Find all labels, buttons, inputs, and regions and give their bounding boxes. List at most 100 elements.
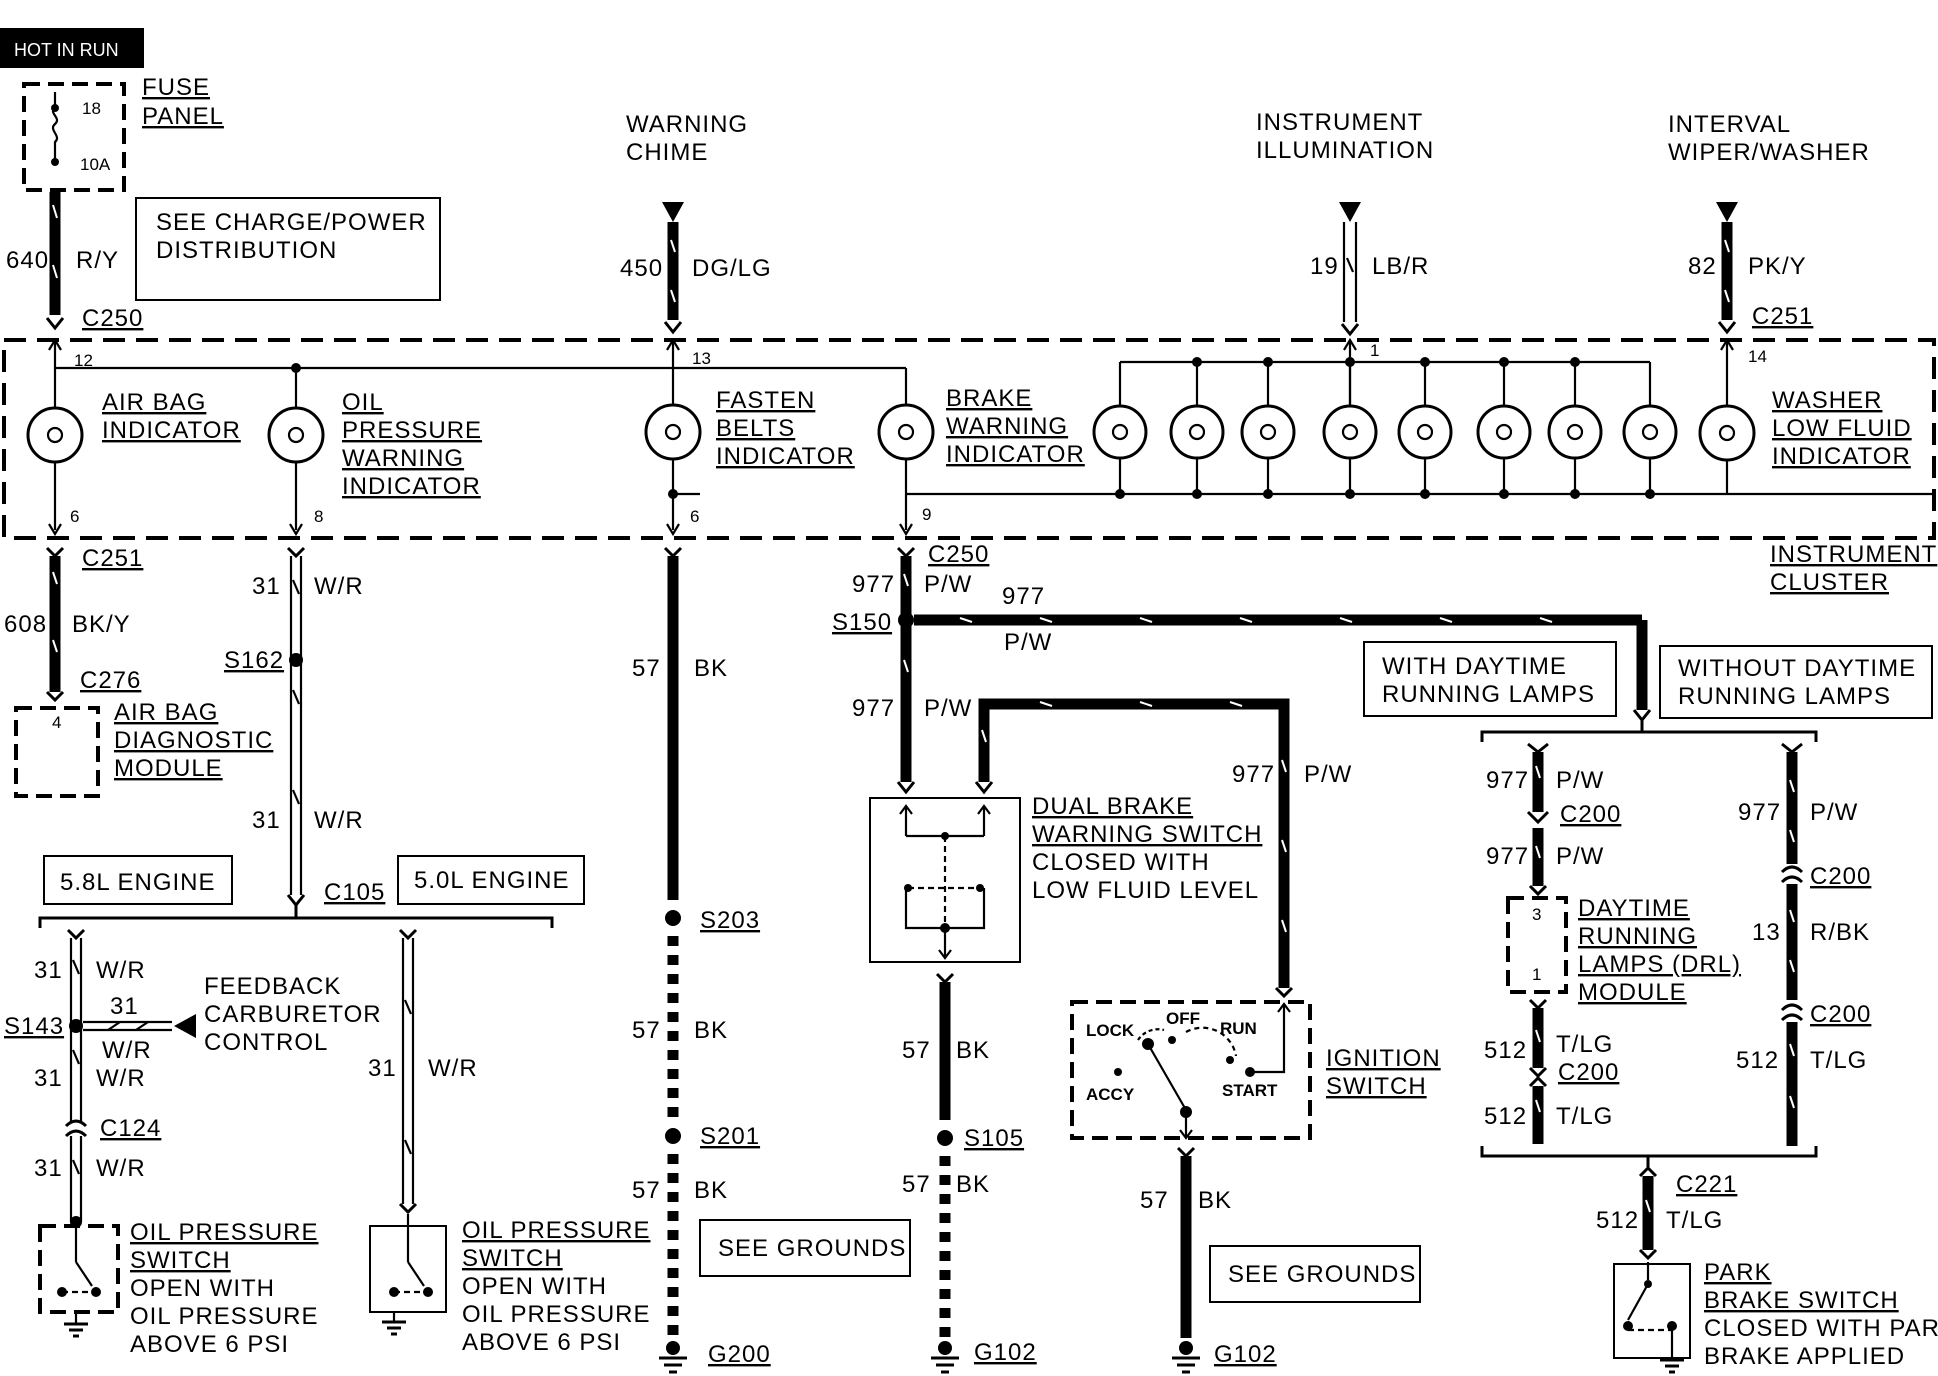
- engine-50-box: [397, 855, 585, 905]
- circuit-977-label-a: 977: [852, 571, 895, 598]
- washer-indicator-label-3: INDICATOR: [1772, 443, 1911, 470]
- ground-g200-icon: [659, 1341, 687, 1374]
- oil-switch-58-desc-3: ABOVE 6 PSI: [130, 1331, 289, 1358]
- park-brake-desc-2: BRAKE APPLIED: [1704, 1343, 1905, 1370]
- oil-switch-58-desc-2: OIL PRESSURE: [130, 1303, 319, 1330]
- oil-pressure-switch-50: [369, 1214, 447, 1336]
- air-bag-indicator-label-1: AIR BAG: [102, 389, 206, 416]
- instrument-cluster-label-1: INSTRUMENT: [1770, 541, 1937, 568]
- ignition-start-label: START: [1222, 1081, 1278, 1100]
- wire-color-wr-g: W/R: [428, 1055, 478, 1082]
- belts-indicator-label-2: BELTS: [716, 415, 795, 442]
- splice-s203-dot: [665, 910, 681, 926]
- circuit-512-label-c: 512: [1736, 1047, 1779, 1074]
- circuit-977-label-g: 977: [1738, 799, 1781, 826]
- connector-c105: C105: [324, 879, 385, 906]
- circuit-31-label-c: 31: [34, 957, 63, 984]
- pin-1: 1: [1370, 341, 1379, 360]
- see-grounds-b: SEE GROUNDS: [1228, 1261, 1416, 1288]
- pin-9: 9: [922, 505, 931, 524]
- with-drl-label-1: WITH DAYTIME: [1382, 653, 1567, 680]
- instrument-illumination-label-1: INSTRUMENT: [1256, 109, 1423, 136]
- ground-g102-b: G102: [1214, 1341, 1277, 1368]
- splice-s105: S105: [964, 1125, 1024, 1152]
- engine-58-label: 5.8L ENGINE: [60, 869, 216, 896]
- wire-color-dglg: DG/LG: [692, 255, 772, 282]
- pin-13: 13: [692, 349, 711, 368]
- splice-s201: S201: [700, 1123, 760, 1150]
- wire-color-wr-c: W/R: [96, 957, 146, 984]
- connector-c200-a: C200: [1560, 801, 1621, 828]
- ignition-lock-label: LOCK: [1086, 1021, 1135, 1040]
- circuit-608-label: 608: [4, 611, 47, 638]
- splice-s143: S143: [4, 1013, 64, 1040]
- pin-4: 4: [52, 713, 61, 732]
- wire-color-wr-f: W/R: [96, 1155, 146, 1182]
- park-brake-title-2: BRAKE SWITCH: [1704, 1287, 1899, 1314]
- see-grounds-a: SEE GROUNDS: [718, 1235, 906, 1262]
- splice-s201-dot: [665, 1128, 681, 1144]
- wire-color-bky: BK/Y: [72, 611, 131, 638]
- wire-color-pw-d: P/W: [1304, 761, 1352, 788]
- instrument-illumination-label-2: ILLUMINATION: [1256, 137, 1434, 164]
- fuse-panel-title-2: PANEL: [142, 103, 224, 130]
- wire-color-tlg-b: T/LG: [1556, 1103, 1613, 1130]
- oil-switch-50-desc-3: ABOVE 6 PSI: [462, 1329, 621, 1356]
- fasten-belts-indicator-bulb: [644, 403, 702, 530]
- ignition-switch-title-2: SWITCH: [1326, 1073, 1427, 1100]
- wire-color-bk-f: BK: [1198, 1187, 1232, 1214]
- without-drl-label-1: WITHOUT DAYTIME: [1678, 655, 1916, 682]
- note-charge-distribution: [135, 197, 441, 301]
- circuit-57-label-b: 57: [632, 1017, 661, 1044]
- wire-color-bk-a: BK: [694, 655, 728, 682]
- splice-s143-dot: [69, 1019, 83, 1033]
- wire-color-rbk: R/BK: [1810, 919, 1870, 946]
- wire-color-lbr: LB/R: [1372, 253, 1429, 280]
- pin-12: 12: [74, 351, 93, 370]
- belts-indicator-label-3: INDICATOR: [716, 443, 855, 470]
- dual-brake-title-2: WARNING SWITCH: [1032, 821, 1262, 848]
- instrument-cluster-label-2: CLUSTER: [1770, 569, 1889, 596]
- wire-color-pw-g: P/W: [1810, 799, 1858, 826]
- circuit-31-label-a: 31: [252, 573, 281, 600]
- pin-1-drl: 1: [1532, 965, 1541, 984]
- fuse-panel-box: [22, 82, 126, 192]
- circuit-640-label: 640: [6, 247, 49, 274]
- illumination-arrow-icon: [1339, 202, 1361, 222]
- washer-indicator-label-2: LOW FLUID: [1772, 415, 1912, 442]
- connector-c276: C276: [80, 667, 141, 694]
- connector-c250-a: C250: [82, 305, 143, 332]
- dual-brake-warning-switch: [869, 797, 1021, 963]
- wiper-label-1: INTERVAL: [1668, 111, 1791, 138]
- ground-g102-a: G102: [974, 1339, 1037, 1366]
- pin-3: 3: [1532, 905, 1541, 924]
- circuit-450-label: 450: [620, 255, 663, 282]
- park-brake-desc-1: CLOSED WITH PARK: [1704, 1315, 1938, 1342]
- park-brake-title-1: PARK: [1704, 1259, 1772, 1286]
- wire-color-wr-b: W/R: [314, 807, 364, 834]
- drl-label-2: RUNNING: [1578, 923, 1697, 950]
- circuit-57-label-f: 57: [1140, 1187, 1169, 1214]
- dual-brake-desc-2: LOW FLUID LEVEL: [1032, 877, 1259, 904]
- circuit-512-label-a: 512: [1484, 1037, 1527, 1064]
- splice-s162-dot: [289, 653, 303, 667]
- wire-color-wr-d: W/R: [102, 1037, 152, 1064]
- warning-chime-label-1: WARNING: [626, 111, 748, 138]
- oil-switch-58-title-1: OIL PRESSURE: [130, 1219, 319, 1246]
- circuit-57-label-c: 57: [632, 1177, 661, 1204]
- ignition-switch-title-1: IGNITION: [1326, 1045, 1441, 1072]
- hot-in-run-banner: [0, 28, 144, 68]
- circuit-57-label-d: 57: [902, 1037, 931, 1064]
- brake-indicator-label-1: BRAKE: [946, 385, 1032, 412]
- feedback-arrow-icon: [174, 1014, 196, 1038]
- wire-color-pky: PK/Y: [1748, 253, 1807, 280]
- wire-color-bk-c: BK: [694, 1177, 728, 1204]
- washer-low-fluid-indicator-bulb: [1698, 404, 1756, 462]
- circuit-977-label-f: 977: [1486, 843, 1529, 870]
- wire-color-tlg-a: T/LG: [1556, 1031, 1613, 1058]
- ground-g200: G200: [708, 1341, 771, 1368]
- circuit-13-label: 13: [1752, 919, 1781, 946]
- note-charge-line-2: DISTRIBUTION: [156, 237, 337, 264]
- oil-indicator-label-4: INDICATOR: [342, 473, 481, 500]
